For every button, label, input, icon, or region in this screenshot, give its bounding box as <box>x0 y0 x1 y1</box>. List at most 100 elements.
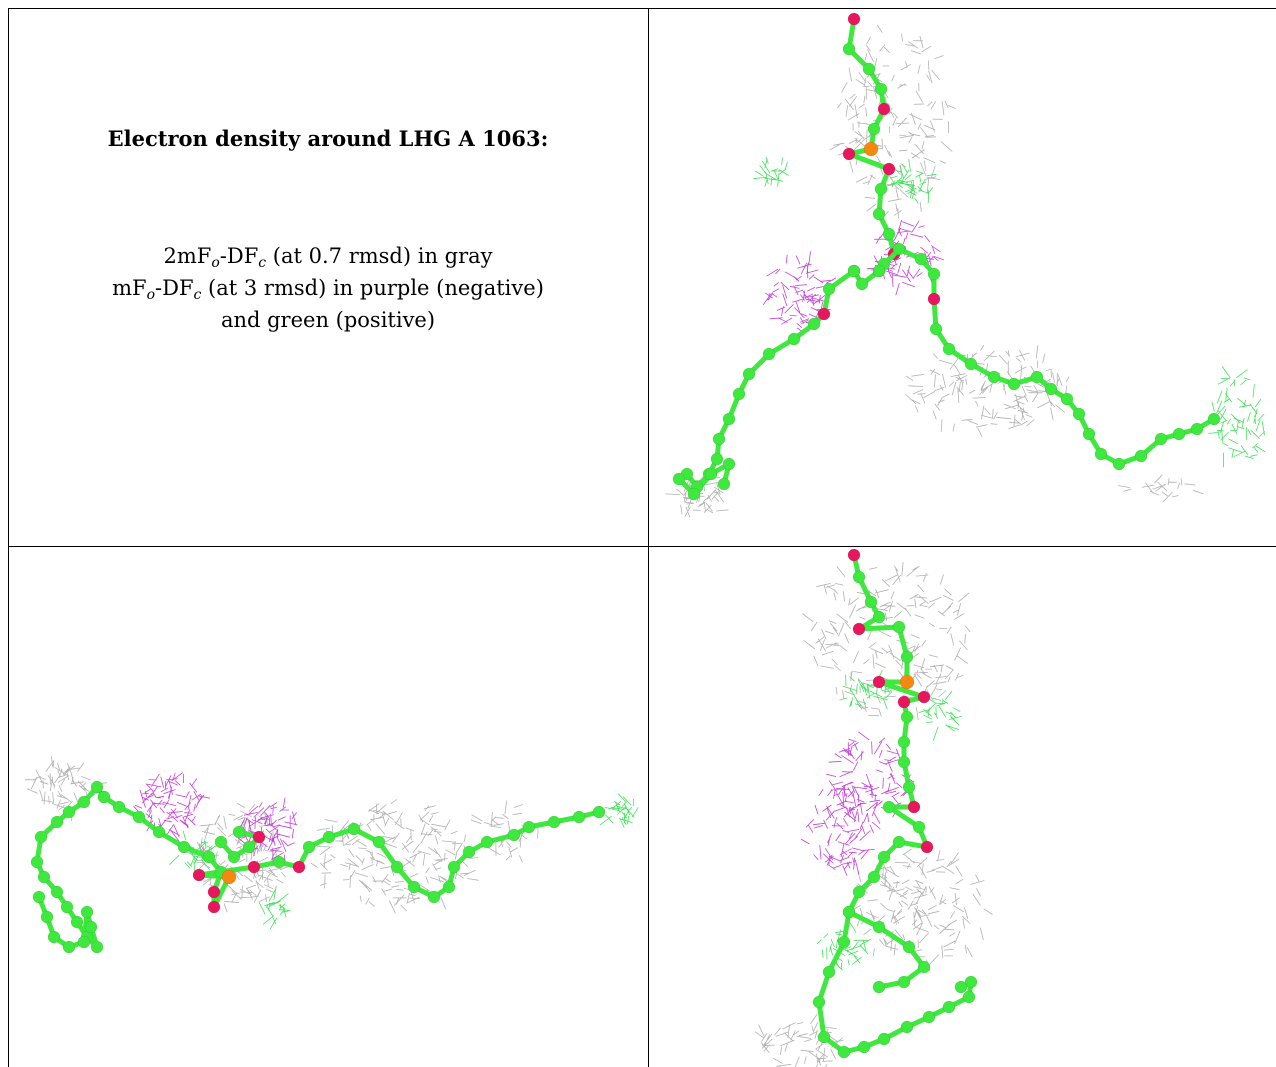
faded-branch-atom <box>842 905 856 919</box>
top-chain-atom <box>882 162 896 176</box>
right-tail-atom <box>927 267 941 281</box>
vertical-chain-atom <box>900 1020 914 1034</box>
map-fofc-line: mFo-DFc (at 3 rmsd) in purple (negative) <box>112 276 544 303</box>
left-tail-atom <box>787 332 801 346</box>
right-tail-atom <box>1172 427 1186 441</box>
left-tail-atom <box>742 367 756 381</box>
density-2fofc-mesh <box>24 756 108 822</box>
left-coil-atom <box>62 805 76 819</box>
left-coil-atom <box>30 855 44 869</box>
map-fofc-line-2: and green (positive) <box>220 308 436 332</box>
faded-branch-atom <box>902 940 916 954</box>
main-chain-atom <box>592 805 606 819</box>
left-tail-atom <box>687 487 701 501</box>
main-chain-atom <box>427 890 441 904</box>
vertical-chain-atom <box>867 870 881 884</box>
vertical-chain-atom <box>822 965 836 979</box>
left-coil-atom <box>34 830 48 844</box>
figure-title: Electron density around LHG A 1063: <box>107 126 549 151</box>
density-positive-mesh <box>816 920 872 971</box>
right-tail-atom <box>1072 407 1086 421</box>
vertical-chain-atom <box>900 650 914 664</box>
headgroup-atom <box>227 850 241 864</box>
left-coil-atom <box>60 900 74 914</box>
left-tail-atom <box>710 452 724 466</box>
vertical-chain-atom <box>852 885 866 899</box>
vertical-chain-atom <box>852 622 866 636</box>
density-2fofc-mesh <box>905 344 1070 437</box>
main-chain-atom <box>407 880 421 894</box>
left-tail-atom <box>817 307 831 321</box>
map-2fofc-line: 2mFo-DFc (at 0.7 rmsd) in gray <box>163 244 493 271</box>
main-chain-atom <box>507 828 521 842</box>
vertical-chain-atom <box>847 548 861 562</box>
top-chain-atom <box>842 147 856 161</box>
right-tail-atom <box>1154 432 1168 446</box>
right-tail-atom <box>1094 447 1108 461</box>
right-tail-atom <box>892 242 906 256</box>
faded-branch-atom <box>872 980 886 994</box>
main-chain-atom <box>480 835 494 849</box>
vertical-chain-atom <box>922 1010 936 1024</box>
right-tail-atom <box>1134 449 1148 463</box>
left-coil-atom <box>84 920 98 934</box>
main-chain-atom <box>322 830 336 844</box>
top-chain-atom <box>842 42 856 56</box>
vertical-chain-atom <box>892 835 906 849</box>
table-top-border <box>8 8 1276 9</box>
left-tail-atom <box>762 347 776 361</box>
structure-view-bottom-right <box>649 547 1276 1067</box>
table-row-divider <box>8 546 1276 547</box>
vertical-chain-atom <box>897 735 911 749</box>
main-chain-atom <box>272 855 286 869</box>
left-coil-atom <box>40 910 54 924</box>
left-tail-atom <box>704 467 718 481</box>
right-tail-atom <box>872 264 886 278</box>
main-chain-atom <box>547 815 561 829</box>
density-positive-mesh <box>1208 366 1266 468</box>
top-chain-atom <box>855 277 869 291</box>
left-coil-atom <box>90 940 104 954</box>
right-tail-atom <box>964 357 978 371</box>
vertical-chain-atom <box>864 595 878 609</box>
density-positive-mesh <box>599 793 639 828</box>
left-tail-atom <box>822 282 836 296</box>
right-tail-atom <box>927 292 941 306</box>
vertical-chain-atom <box>817 1030 831 1044</box>
density-2fofc-mesh <box>310 799 479 914</box>
headgroup-atom <box>242 840 256 854</box>
left-coil-atom <box>62 940 76 954</box>
right-tail-atom <box>1190 422 1204 436</box>
main-chain-atom <box>202 850 216 864</box>
right-tail-atom <box>987 370 1001 384</box>
main-chain-atom <box>572 810 586 824</box>
main-chain-atom <box>247 860 261 874</box>
density-positive-mesh <box>918 690 963 741</box>
left-coil-atom <box>50 815 64 829</box>
main-chain-atom <box>292 860 306 874</box>
vertical-chain-atom <box>900 710 914 724</box>
legend-cell: Electron density around LHG A 1063: 2mFo… <box>8 0 648 540</box>
vertical-chain-atom <box>899 674 915 690</box>
left-tail-atom <box>672 472 686 486</box>
right-tail-atom <box>1082 427 1096 441</box>
left-tail-atom <box>712 432 726 446</box>
main-chain-atom <box>207 900 221 914</box>
main-chain-atom <box>132 810 146 824</box>
left-tail-bonds <box>676 268 857 497</box>
right-tail-atom <box>1207 412 1221 426</box>
left-coil-atom <box>77 795 91 809</box>
molecule-render-1 <box>665 12 1266 518</box>
density-2fofc-mesh <box>754 1014 844 1067</box>
vertical-chain-atom <box>877 850 891 864</box>
main-chain-bonds <box>101 794 602 910</box>
vertical-chain-atom <box>892 620 906 634</box>
top-chain-atom <box>872 207 886 221</box>
vertical-chain-atom <box>882 800 896 814</box>
main-chain-atom <box>372 835 386 849</box>
left-tail-atom <box>807 317 821 331</box>
main-chain-atom <box>177 840 191 854</box>
structure-view-top-right <box>649 9 1276 546</box>
main-chain-atom <box>347 822 361 836</box>
vertical-chain-atom <box>917 690 931 704</box>
